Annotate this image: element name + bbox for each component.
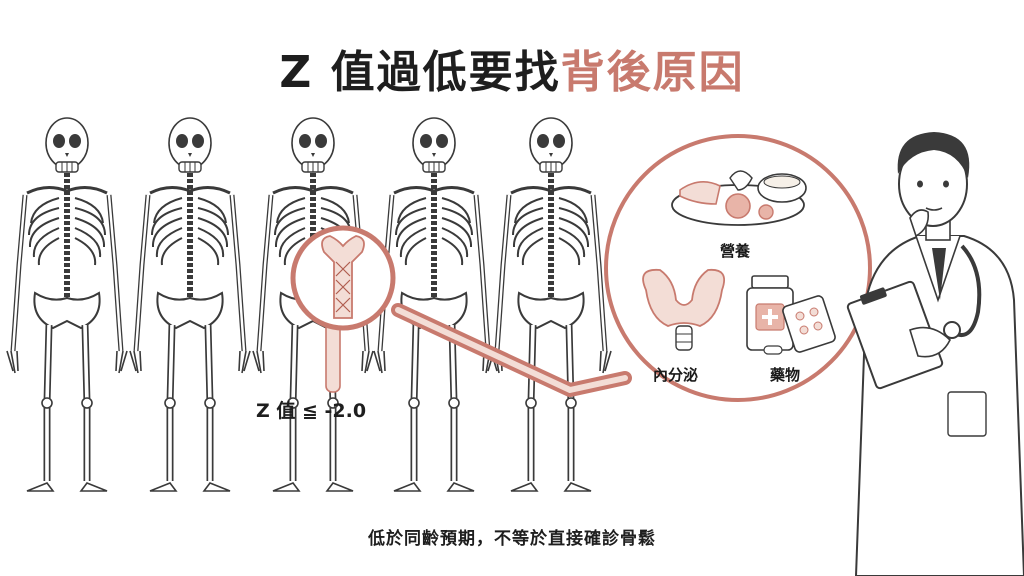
magnifier-icon — [290, 225, 396, 331]
thyroid-icon — [642, 268, 726, 351]
caption: 低於同齡預期，不等於直接確診骨鬆 — [368, 529, 656, 549]
title-main: Z 值過低要找 — [279, 47, 561, 99]
skeleton-icon — [130, 118, 250, 491]
stethoscope-icon — [943, 244, 982, 339]
z-score-label: Z 值 ≦ -2.0 — [256, 400, 367, 422]
medication-label: 藥物 — [770, 366, 801, 384]
skeleton-icon — [374, 118, 494, 491]
title-accent: 背後原因 — [560, 47, 745, 99]
nutrition-label: 營養 — [720, 242, 751, 260]
skeleton-icon — [7, 118, 127, 491]
doctor-icon — [846, 132, 1024, 576]
pill-bottle-icon — [746, 275, 836, 355]
endocrine-label: 內分泌 — [653, 366, 699, 384]
bone-icon — [321, 235, 365, 319]
page-title: Z 值過低要找背後原因 — [0, 43, 1024, 103]
skeleton-icon — [491, 118, 611, 491]
magnifier-handle — [391, 303, 632, 397]
food-plate-icon — [671, 170, 807, 226]
clipboard-icon — [846, 280, 944, 390]
